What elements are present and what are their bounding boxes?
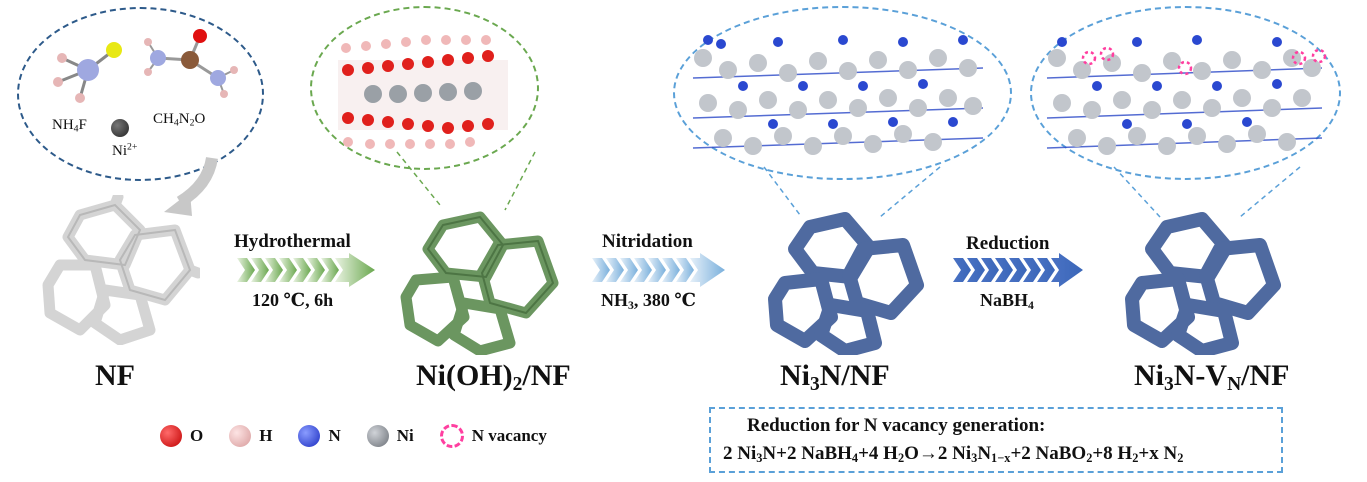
equation-box: Reduction for N vacancy generation: 2 Ni… — [709, 407, 1283, 473]
ni-ion-label: Ni2+ — [112, 141, 138, 159]
curved-arrow-icon — [164, 156, 218, 216]
zoom-lines-green — [396, 151, 536, 211]
step3-label: Reduction — [966, 233, 1050, 254]
legend-item-o: O — [160, 425, 203, 447]
nitridation-arrow-icon — [592, 253, 725, 287]
hydrothermal-arrow-icon — [237, 253, 375, 287]
ni3n-crystal-image — [692, 35, 984, 155]
nitrogen-atom-icon — [298, 425, 321, 447]
oxygen-atom-icon — [160, 425, 182, 447]
atom-legend: O H N Ni N vacancy — [160, 424, 547, 448]
nioh2-crystal-image — [338, 35, 508, 149]
step1-condition: 120 ℃, 6h — [252, 290, 334, 310]
nioh2-bubble — [310, 6, 539, 170]
ni3n-vn-crystal-image — [1046, 35, 1327, 155]
step2-condition: NH3, 380 ℃ — [601, 290, 696, 312]
legend-item-n: N — [298, 425, 341, 447]
ni3n-bubble — [673, 6, 1012, 180]
precursor-bubble — [17, 7, 264, 181]
hydrogen-atom-icon — [229, 425, 252, 447]
legend-item-h: H — [229, 425, 272, 447]
nioh2-label: Ni(OH)2/NF — [416, 359, 571, 395]
step2-label: Nitridation — [602, 231, 693, 252]
ni3n-vn-bubble — [1030, 6, 1341, 180]
legend-item-vacancy: N vacancy — [439, 424, 547, 448]
nioh2-foam-image — [400, 211, 559, 355]
nf-foam-image — [42, 195, 200, 345]
ni3n-foam-image — [768, 212, 924, 355]
ni3n-label: Ni3N/NF — [780, 359, 890, 395]
reduction-arrow-icon — [953, 253, 1083, 287]
equation-text: 2 Ni3N+2 NaBH4+4 H2O→2 Ni3N1−x+2 NaBO2+8… — [723, 443, 1184, 466]
nh4f-label: NH4F — [52, 117, 87, 135]
nickel-atom-icon — [366, 425, 389, 447]
ni3n-vn-label: Ni3N-VN/NF — [1134, 359, 1290, 395]
nf-label: NF — [95, 359, 135, 392]
zoom-lines-blue-2 — [1113, 166, 1301, 218]
ch4n2o-label: CH4N2O — [153, 111, 206, 129]
legend-item-ni: Ni — [366, 425, 414, 447]
ch4n2o-molecule-icon — [144, 29, 238, 98]
zoom-lines-blue-1 — [763, 166, 941, 218]
step1-label: Hydrothermal — [234, 231, 351, 252]
ni-ion-icon — [111, 119, 129, 137]
n-vacancy-icon — [439, 424, 464, 448]
equation-title: Reduction for N vacancy generation: — [747, 415, 1046, 436]
nh4f-molecule-icon — [53, 42, 122, 103]
ni3n-vn-foam-image — [1125, 212, 1281, 355]
step3-condition: NaBH4 — [980, 290, 1034, 312]
